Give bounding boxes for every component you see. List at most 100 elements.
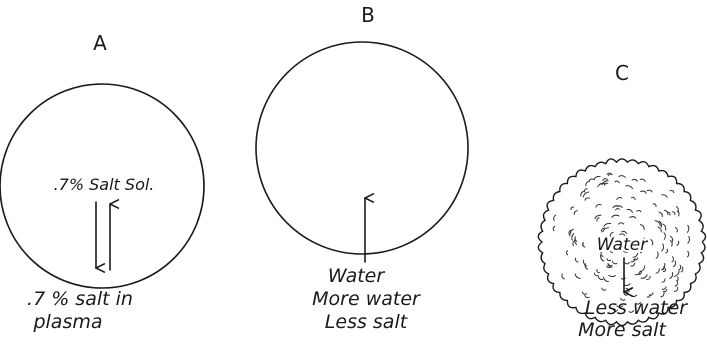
crenation-wrinkle — [606, 172, 613, 176]
crenation-wrinkle — [646, 189, 653, 193]
crenation-wrinkle — [617, 222, 625, 225]
crenation-wrinkle — [619, 233, 626, 237]
crenation-wrinkle — [580, 190, 585, 197]
crenation-wrinkle — [583, 188, 588, 193]
crenation-wrinkle — [616, 197, 623, 201]
crenation-wrinkle — [674, 226, 678, 233]
crenation-wrinkle — [606, 258, 612, 262]
crenation-wrinkle — [601, 227, 605, 233]
crenation-wrinkle — [584, 263, 589, 270]
crenation-wrinkle — [602, 276, 609, 283]
crenation-wrinkle — [582, 241, 586, 248]
crenation-wrinkle — [639, 224, 645, 230]
crenation-wrinkle — [632, 252, 639, 258]
crenation-wrinkle — [671, 211, 676, 216]
crenation-wrinkle — [623, 250, 630, 253]
crenation-wrinkle — [595, 203, 602, 208]
crenation-wrinkle — [687, 235, 691, 244]
panel-c-letter: C — [615, 61, 629, 85]
crenation-wrinkle — [680, 266, 684, 273]
crenation-wrinkle — [662, 268, 667, 272]
caption-c-line2: More salt — [578, 319, 667, 341]
panel-a-letter: A — [93, 31, 107, 55]
crenation-wrinkle — [669, 190, 675, 194]
crenation-wrinkle — [678, 264, 682, 271]
panel-b: B Water More water Less salt — [255, 3, 469, 333]
panel-b-letter: B — [361, 3, 375, 27]
crenation-wrinkle — [630, 196, 636, 201]
crenation-wrinkle — [608, 263, 613, 267]
crenation-wrinkle — [652, 203, 657, 208]
crenation-wrinkle — [639, 265, 646, 273]
label-b-water: Water — [328, 265, 386, 287]
crenation-wrinkle — [626, 208, 634, 213]
cell-a-normal — [0, 83, 205, 289]
crenated-outline — [537, 158, 707, 327]
crenation-wrinkle — [686, 250, 690, 258]
crenation-wrinkle — [632, 257, 639, 261]
crenation-wrinkle — [594, 214, 602, 220]
crenation-wrinkle — [672, 260, 677, 268]
crenation-wrinkle — [662, 288, 668, 292]
crenation-wrinkle — [613, 309, 619, 312]
crenation-wrinkle — [570, 206, 575, 211]
crenation-wrinkle — [574, 238, 578, 246]
crenation-wrinkle — [573, 210, 578, 216]
crenation-wrinkle — [661, 243, 665, 252]
crenation-wrinkle — [615, 244, 621, 250]
crenation-wrinkle — [663, 232, 666, 240]
crenation-wrinkle — [609, 248, 614, 254]
crenation-wrinkle — [641, 241, 645, 249]
crenation-wrinkle — [597, 182, 605, 188]
crenation-wrinkle — [574, 273, 581, 279]
panel-c: C Water Less water More salt — [537, 61, 707, 341]
crenation-wrinkle — [608, 274, 616, 278]
caption-b-line2: Less salt — [325, 311, 409, 333]
crenation-wrinkle — [601, 180, 609, 186]
crenation-wrinkle — [571, 232, 575, 241]
cell-c-label: Water — [597, 235, 648, 255]
crenation-wrinkle — [621, 230, 628, 235]
crenation-wrinkle — [658, 211, 663, 218]
crenation-wrinkle — [650, 238, 654, 246]
crenation-wrinkle — [635, 302, 642, 305]
crenation-wrinkle — [676, 210, 680, 217]
caption-a-line1: .7 % salt in — [27, 288, 133, 310]
crenation-wrinkle — [646, 275, 651, 281]
crenation-wrinkle — [602, 178, 608, 182]
crenation-wrinkle — [561, 273, 565, 280]
crenation-wrinkle — [612, 205, 620, 209]
panel-a: A .7% Salt Sol. .7 % salt in plasma — [0, 31, 205, 333]
caption-b-line1: More water — [312, 288, 421, 310]
crenation-wrinkle — [671, 256, 674, 263]
crenation-wrinkle — [686, 224, 690, 233]
crenation-wrinkle — [665, 248, 669, 254]
crenation-wrinkle — [628, 310, 635, 313]
crenation-wrinkle — [663, 209, 669, 216]
crenation-wrinkle — [619, 238, 624, 246]
crenation-wrinkle — [658, 220, 663, 228]
crenation-wrinkle — [600, 251, 604, 257]
crenation-wrinkle — [640, 190, 647, 194]
crenation-wrinkle — [618, 175, 627, 179]
crenation-wrinkle — [673, 286, 679, 293]
crenation-wrinkle — [625, 185, 634, 190]
crenation-wrinkle — [607, 238, 611, 246]
cell-b-swollen — [255, 41, 469, 255]
crenation-wrinkle — [629, 240, 633, 247]
crenation-wrinkle — [570, 228, 574, 235]
crenation-wrinkle — [598, 240, 601, 246]
crenation-wrinkle — [676, 240, 680, 247]
crenation-wrinkle — [669, 235, 674, 243]
crenation-wrinkle — [662, 223, 667, 231]
crenation-wrinkle — [640, 274, 648, 279]
crenation-wrinkle — [552, 225, 556, 232]
crenation-wrinkle — [581, 291, 588, 295]
crenation-wrinkle — [614, 207, 621, 211]
crenation-wrinkle — [599, 246, 604, 252]
crenation-wrinkle — [602, 227, 609, 233]
crenation-wrinkle — [655, 268, 660, 274]
crenation-wrinkle — [646, 294, 651, 298]
crenation-wrinkle — [582, 191, 590, 198]
